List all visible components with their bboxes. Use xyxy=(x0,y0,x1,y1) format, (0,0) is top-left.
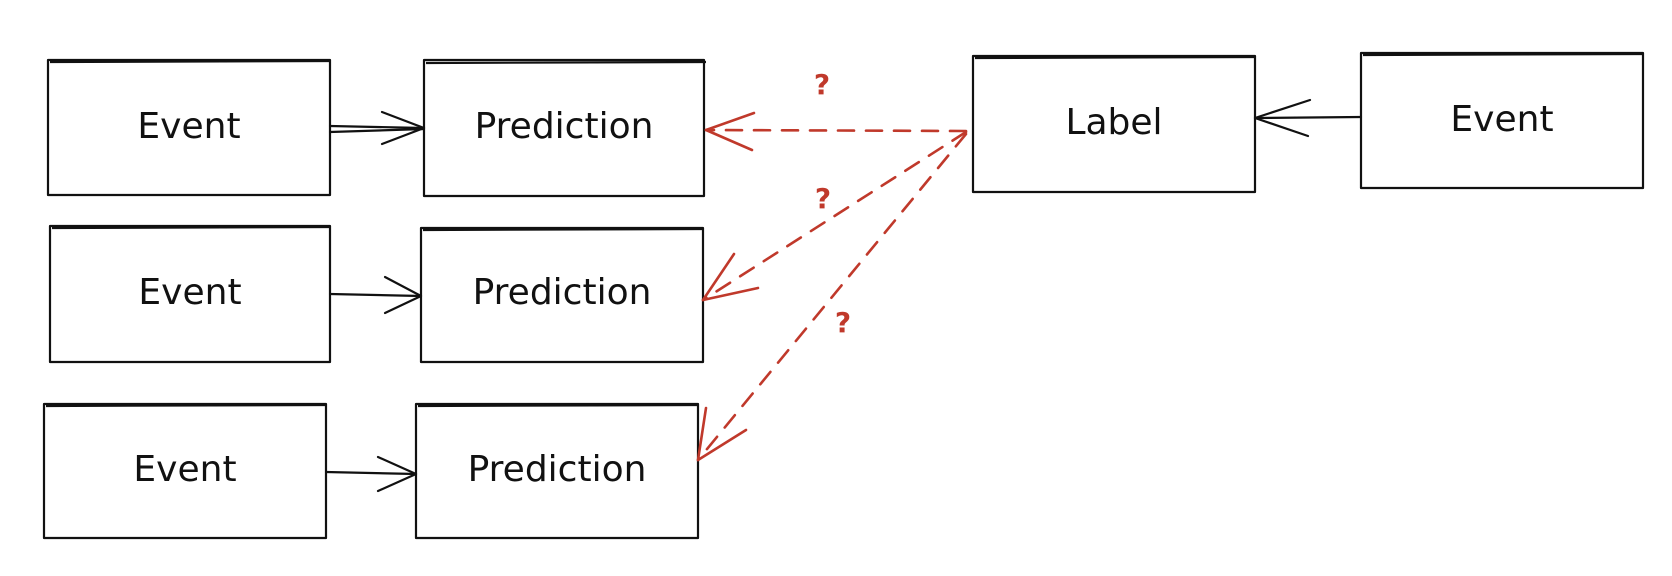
arrow-event1-to-prediction1 xyxy=(328,110,426,146)
event-label-2: Event xyxy=(138,272,241,313)
arrow-event2-to-prediction2 xyxy=(328,275,423,315)
event-label-box: Event xyxy=(1359,51,1645,190)
prediction-box-1: Prediction xyxy=(422,58,707,198)
label-box-text: Label xyxy=(1065,102,1162,143)
prediction-label-3: Prediction xyxy=(468,449,647,490)
event-label-box-text: Event xyxy=(1450,99,1553,140)
dashed-arrow-label-to-prediction3 xyxy=(696,132,968,462)
dashed-arrow-label-to-prediction1 xyxy=(704,111,968,152)
arrow-event-to-label xyxy=(1253,98,1363,138)
prediction-label-2: Prediction xyxy=(473,272,652,313)
prediction-box-2: Prediction xyxy=(419,226,705,364)
arrow-event3-to-prediction3 xyxy=(324,455,418,493)
event-box-1: Event xyxy=(46,58,332,197)
question-mark-2: ? xyxy=(815,182,831,215)
question-mark-1: ? xyxy=(814,68,830,101)
question-mark-3: ? xyxy=(835,306,851,339)
event-label-3: Event xyxy=(133,449,236,490)
prediction-box-3: Prediction xyxy=(414,402,700,540)
event-label-1: Event xyxy=(137,106,240,147)
label-box: Label xyxy=(971,54,1257,194)
event-box-3: Event xyxy=(42,402,328,540)
dashed-arrow-label-to-prediction2 xyxy=(701,130,968,302)
event-box-2: Event xyxy=(48,224,332,364)
prediction-label-1: Prediction xyxy=(475,106,654,147)
